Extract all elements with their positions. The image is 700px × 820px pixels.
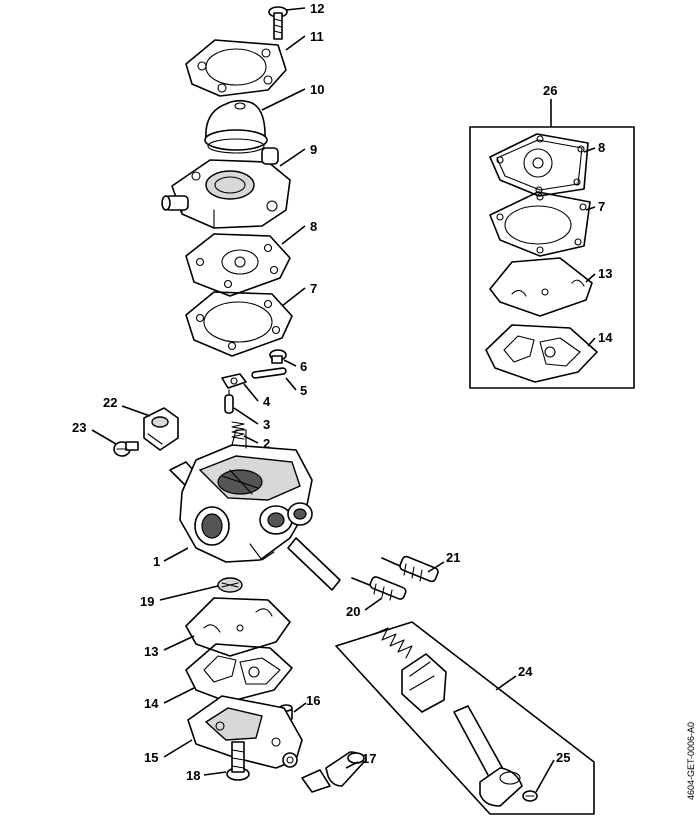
callout-9: 9 xyxy=(310,142,317,157)
gasket-11 xyxy=(185,39,287,97)
callout-23: 23 xyxy=(72,420,86,435)
kit-callout-8: 8 xyxy=(598,140,605,155)
kit-diaphragm-13 xyxy=(489,257,593,317)
end-cover-15 xyxy=(187,695,303,769)
adjusting-screw-20 xyxy=(351,576,407,601)
callout-12: 12 xyxy=(310,1,324,16)
screw-18 xyxy=(226,741,250,781)
callout-26: 26 xyxy=(543,83,557,98)
carburetor-body-1 xyxy=(169,429,341,591)
document-id: 4604-GET-0006-A0 xyxy=(686,722,696,800)
callout-13: 13 xyxy=(144,644,158,659)
callout-8: 8 xyxy=(310,219,317,234)
adjusting-screw-21 xyxy=(381,555,439,583)
callout-4: 4 xyxy=(263,394,271,409)
clip-22 xyxy=(143,407,179,451)
callout-1: 1 xyxy=(153,554,160,569)
callout-3: 3 xyxy=(263,417,270,432)
callout-24: 24 xyxy=(518,664,533,679)
gasket-14 xyxy=(185,643,293,703)
callout-10: 10 xyxy=(310,82,324,97)
screen-19 xyxy=(217,577,243,593)
pump-box-24 xyxy=(335,621,595,815)
pin-5 xyxy=(251,367,287,379)
callout-labels: 12 11 10 9 8 7 6 5 4 3 2 22 23 1 19 13 1… xyxy=(72,1,613,783)
screw-23 xyxy=(113,441,139,457)
callout-11: 11 xyxy=(310,29,324,44)
callout-7: 7 xyxy=(310,281,317,296)
callout-6: 6 xyxy=(300,359,307,374)
callout-17: 17 xyxy=(362,751,376,766)
callout-19: 19 xyxy=(140,594,154,609)
screw-12 xyxy=(268,6,288,40)
leader-lines xyxy=(91,7,596,793)
diaphragm-13 xyxy=(185,597,291,657)
connector-17 xyxy=(301,751,365,793)
pump-cover-9 xyxy=(161,147,291,229)
kit-gasket-8 xyxy=(489,133,589,197)
callout-18: 18 xyxy=(186,768,200,783)
sleeve-24 xyxy=(401,653,447,713)
kit-callout-14: 14 xyxy=(598,330,613,345)
callout-21: 21 xyxy=(446,550,460,565)
kit-callout-13: 13 xyxy=(598,266,612,281)
lever-4 xyxy=(221,373,247,389)
screw-6 xyxy=(269,349,287,364)
kit-gasket-14 xyxy=(485,324,598,383)
spring-24 xyxy=(373,627,413,659)
primer-bulb-10 xyxy=(204,99,268,154)
plunger-24 xyxy=(453,705,523,807)
callout-25: 25 xyxy=(556,750,570,765)
gasket-7 xyxy=(185,291,293,357)
callout-5: 5 xyxy=(300,383,307,398)
screw-25 xyxy=(522,790,538,802)
gasket-8 xyxy=(185,233,291,297)
callout-14: 14 xyxy=(144,696,159,711)
callout-20: 20 xyxy=(346,604,360,619)
callout-16: 16 xyxy=(306,693,320,708)
kit-gasket-7 xyxy=(489,191,591,257)
kit-box-26 xyxy=(469,99,635,389)
callout-22: 22 xyxy=(103,395,117,410)
callout-2: 2 xyxy=(263,436,270,451)
kit-callout-7: 7 xyxy=(598,199,605,214)
callout-15: 15 xyxy=(144,750,158,765)
needle-3 xyxy=(224,389,234,414)
